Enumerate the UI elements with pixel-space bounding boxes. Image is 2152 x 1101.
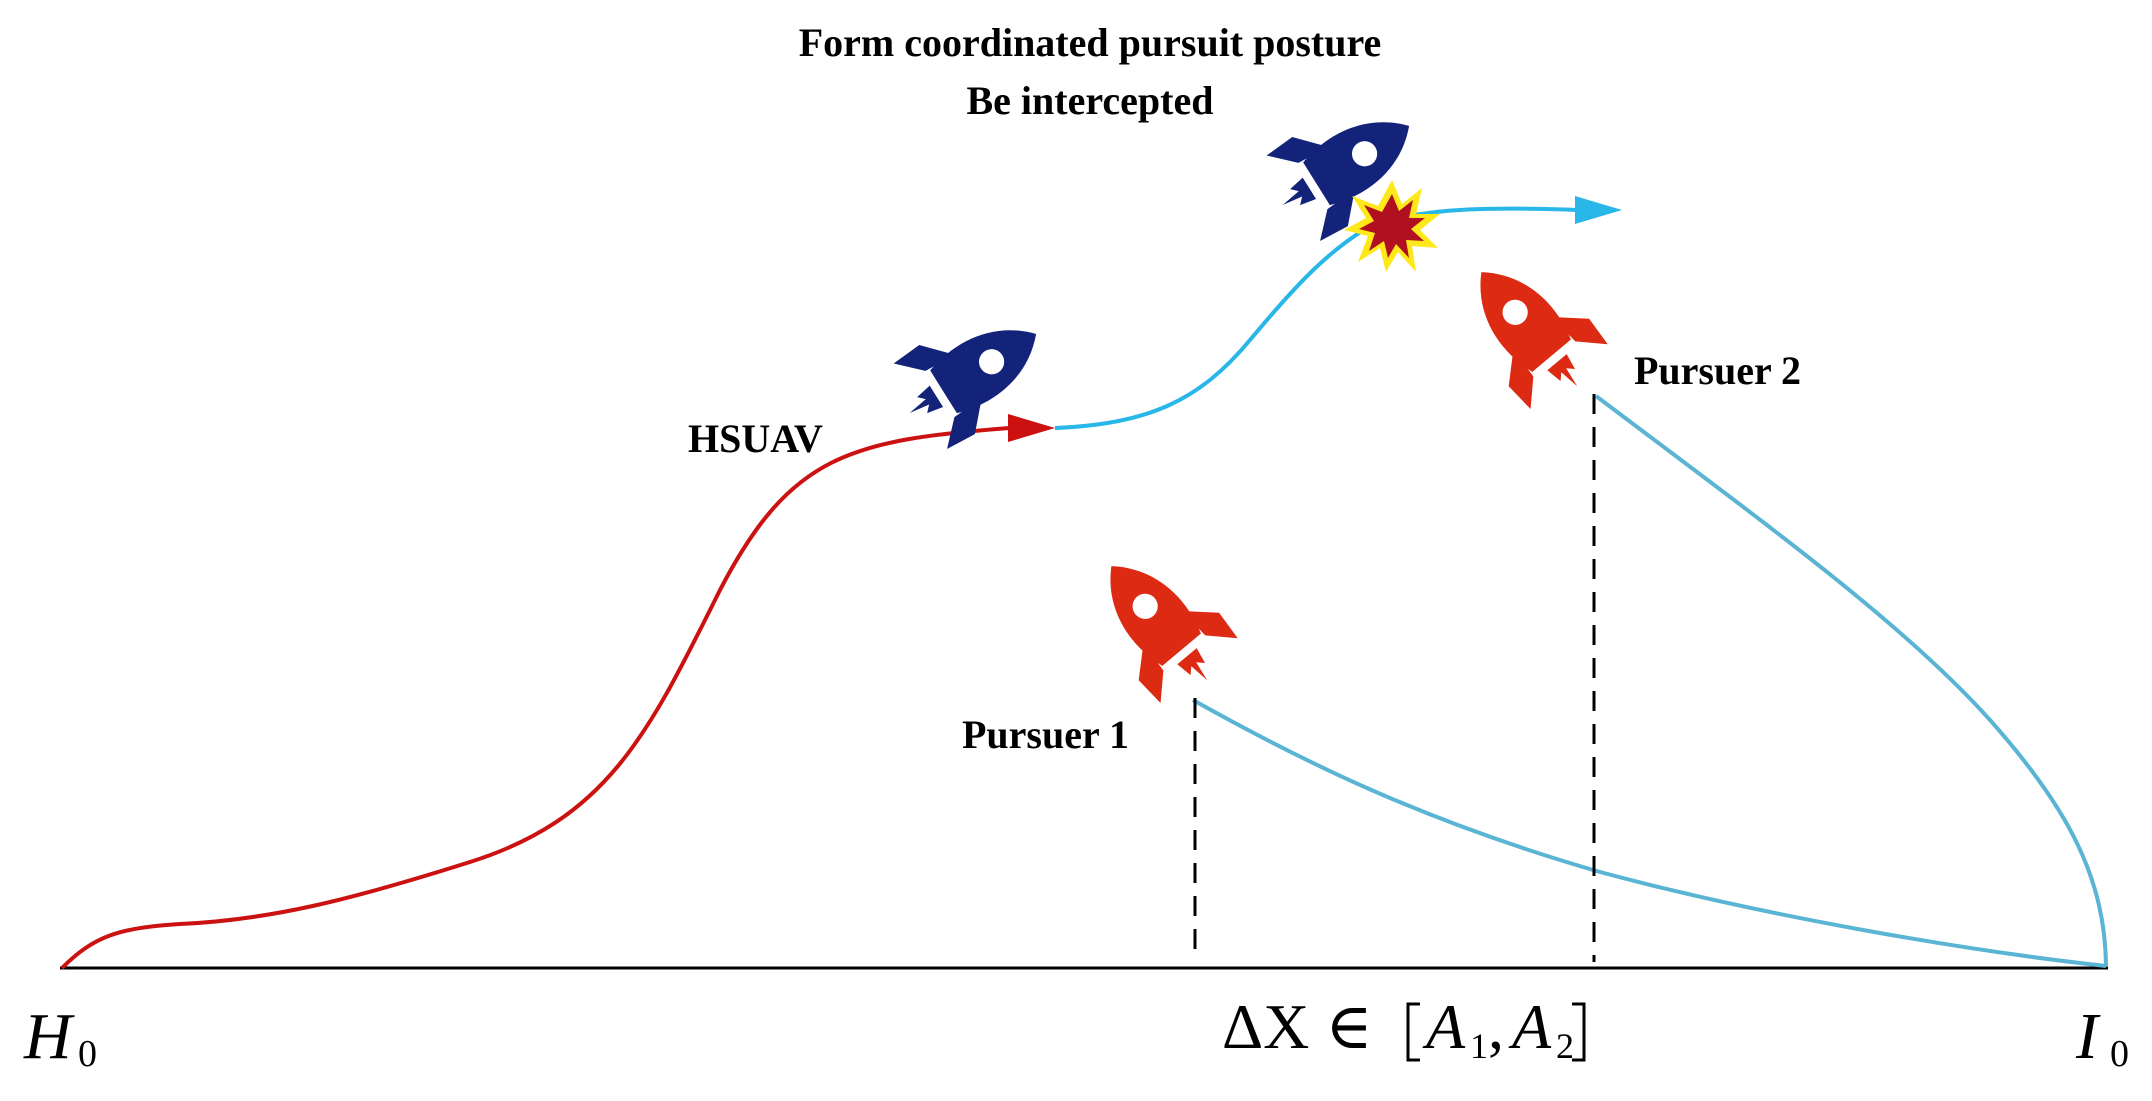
pursuer-1-trajectory: [1192, 698, 2107, 968]
delta-x-range-label: ΔX ∈ A 1 , A 2: [1222, 991, 1586, 1066]
svg-text:A: A: [1422, 991, 1466, 1062]
title-line-2: Be intercepted: [967, 78, 1214, 123]
start-point-label: H 0: [23, 1000, 97, 1075]
svg-text:,: ,: [1488, 991, 1504, 1062]
svg-text:H: H: [23, 1000, 75, 1073]
right-bracket: [1572, 1002, 1586, 1062]
hsuav-trajectory-red: [60, 426, 1011, 970]
hsuav-trajectory-blue: [1054, 206, 1581, 430]
pursuer-1-label: Pursuer 1: [962, 712, 1129, 757]
svg-text:1: 1: [1470, 1026, 1488, 1066]
pursuer-1-rocket-icon: [1071, 532, 1248, 715]
hsuav-label: HSUAV: [688, 416, 823, 461]
title-line-1: Form coordinated pursuit posture: [799, 20, 1382, 65]
hsuav-arrowhead-blue: [1575, 196, 1622, 224]
svg-text:ΔX ∈: ΔX ∈: [1222, 991, 1373, 1062]
svg-text:A: A: [1508, 991, 1552, 1062]
explosion-icon: [1344, 180, 1440, 272]
left-bracket: [1406, 1002, 1420, 1062]
svg-text:0: 0: [2110, 1033, 2129, 1075]
svg-text:0: 0: [78, 1033, 97, 1075]
pursuer-2-rocket-icon: [1441, 238, 1618, 421]
hsuav-arrowhead-red: [1008, 414, 1055, 442]
svg-text:2: 2: [1556, 1026, 1574, 1066]
pursuer-2-label: Pursuer 2: [1634, 348, 1801, 393]
end-point-label: I 0: [2075, 1000, 2129, 1075]
svg-text:I: I: [2075, 1000, 2101, 1073]
pursuer-2-trajectory: [1594, 394, 2108, 967]
